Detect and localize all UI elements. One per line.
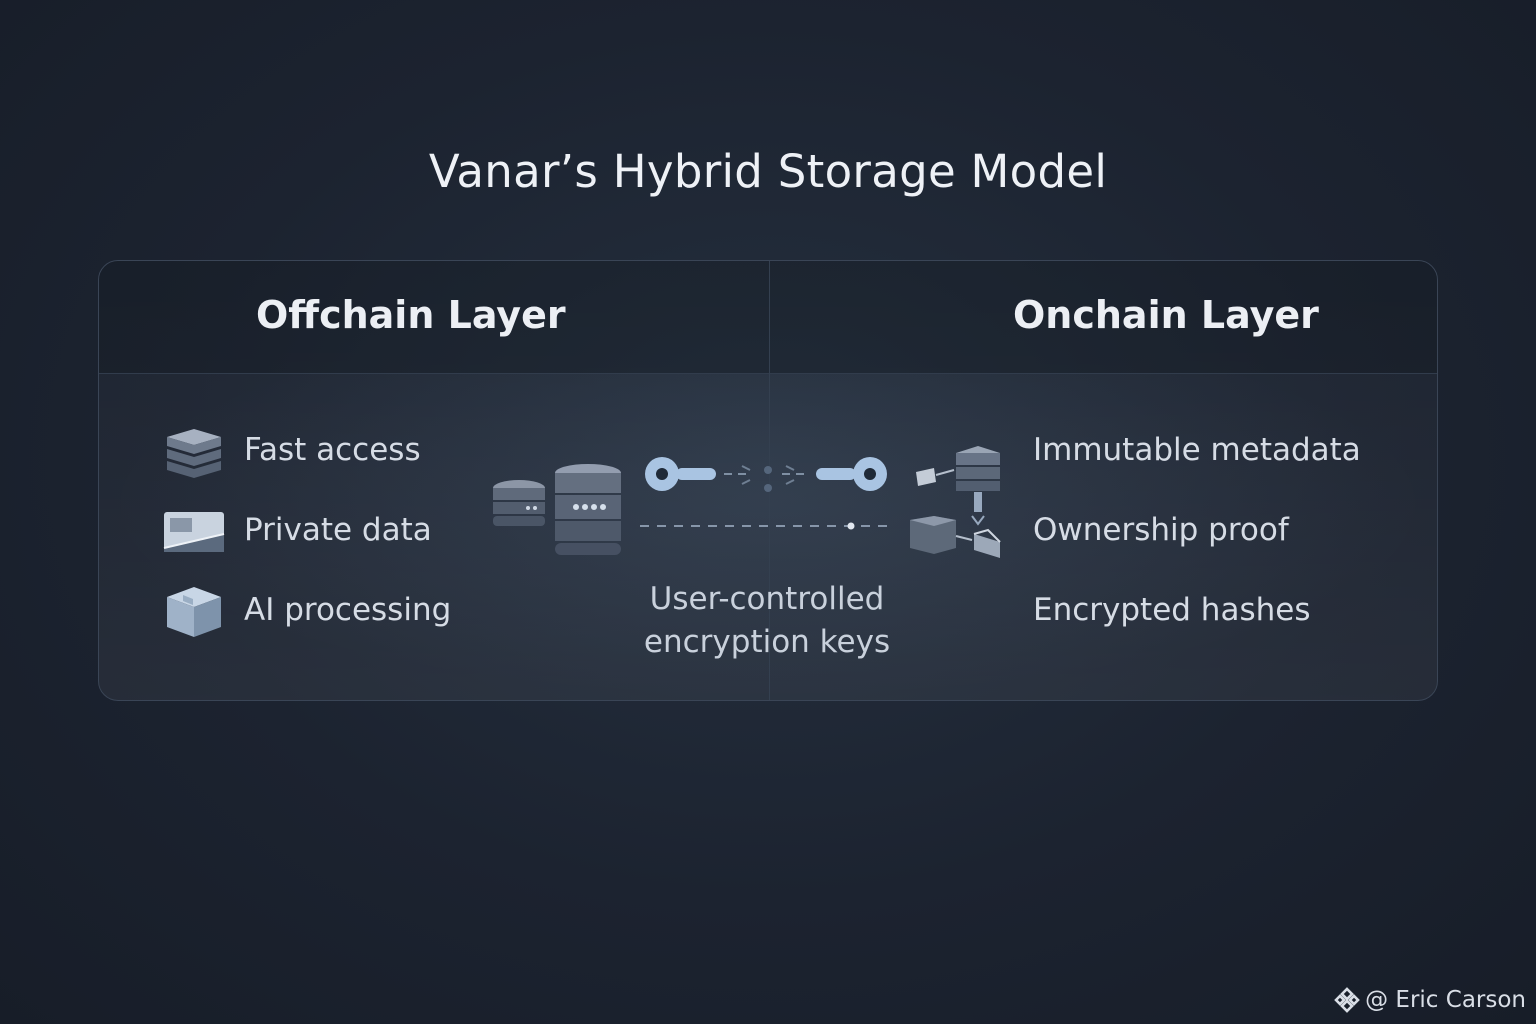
onchain-blocks-icon (910, 446, 1001, 558)
offchain-item-ai-processing: AI processing (244, 592, 452, 628)
private-data-card-icon (163, 512, 225, 552)
offchain-item-fast-access: Fast access (244, 432, 421, 468)
author-watermark: @ Eric Carson (1333, 986, 1526, 1014)
onchain-item-ownership-proof: Ownership proof (1033, 512, 1289, 548)
onchain-layer-title: Onchain Layer (1013, 293, 1319, 337)
onchain-item-immutable-metadata: Immutable metadata (1033, 432, 1361, 468)
panel-header (99, 261, 1437, 374)
page-title: Vanar’s Hybrid Storage Model (428, 145, 1108, 198)
database-stack-icon (167, 429, 221, 478)
offchain-layer-title: Offchain Layer (256, 293, 566, 337)
encryption-keys-label-line2: encryption keys (643, 624, 891, 660)
offchain-database-servers-icon (493, 464, 621, 555)
panel-body (99, 374, 1437, 700)
cube-icon (167, 587, 221, 637)
watermark-text: @ Eric Carson (1365, 987, 1526, 1013)
encryption-keys-label: User-controlled encryption keys (617, 578, 917, 664)
binance-logo-icon (1334, 987, 1360, 1013)
layer-divider (769, 261, 770, 700)
encryption-keys-label-line1: User-controlled (649, 581, 885, 617)
offchain-item-private-data: Private data (244, 512, 432, 548)
encryption-key-link-icon (640, 457, 892, 530)
storage-model-panel: Offchain Layer Onchain Layer (98, 260, 1438, 701)
onchain-item-encrypted-hashes: Encrypted hashes (1033, 592, 1311, 628)
